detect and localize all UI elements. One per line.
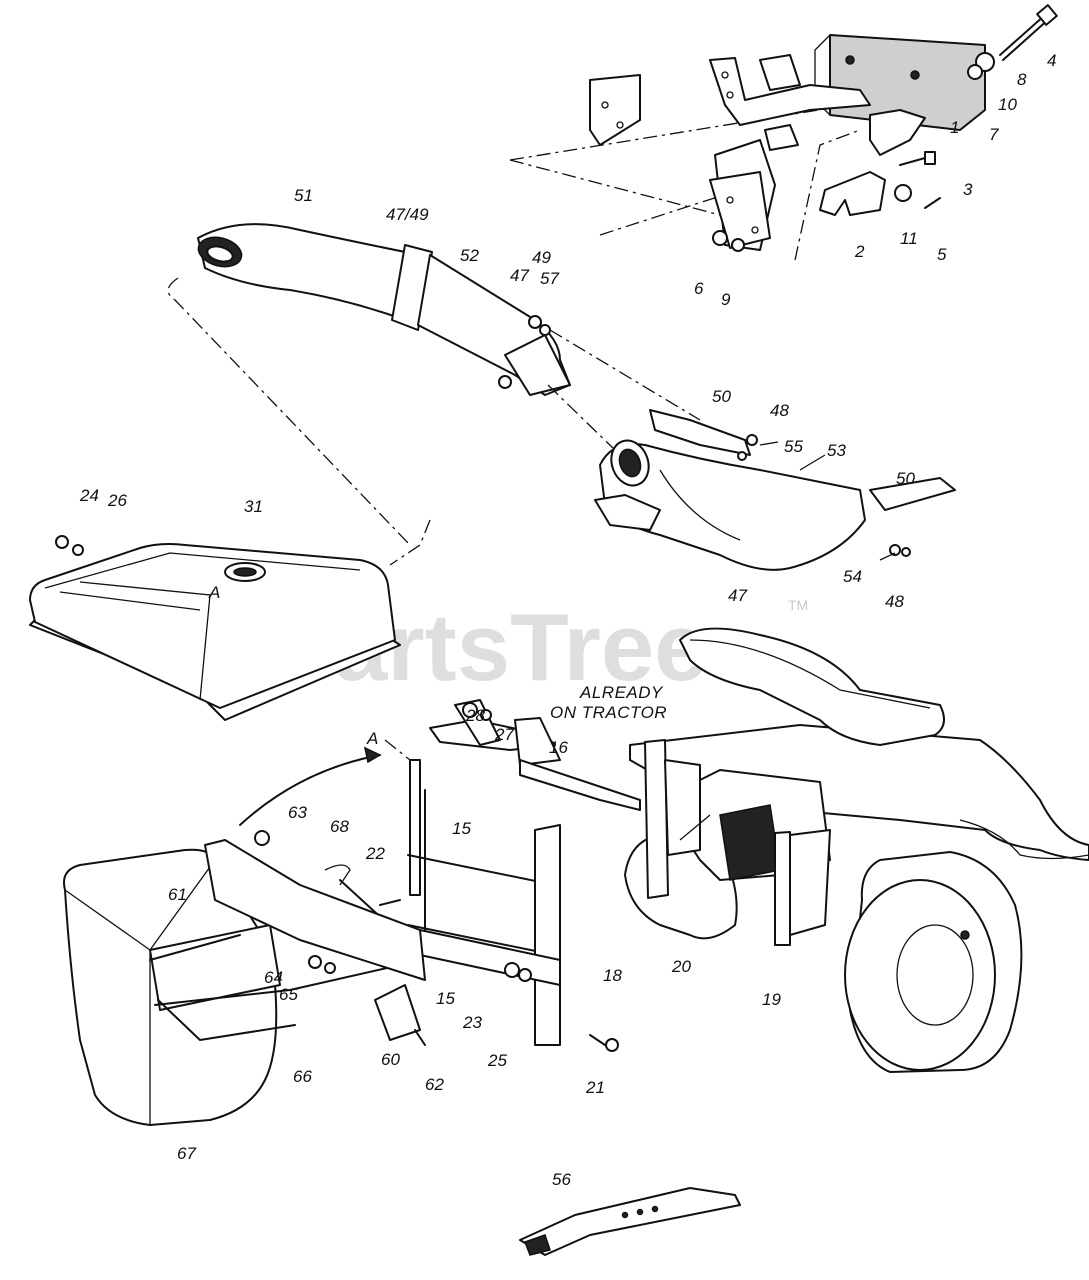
callout-22: 22 <box>365 844 385 863</box>
callout-53: 53 <box>827 441 846 460</box>
callout-7: 7 <box>989 125 999 144</box>
already-on-tractor-note-1: ALREADY <box>579 683 664 702</box>
callout-50b: 50 <box>896 469 915 488</box>
discharge-tube-assembly: 51 47/49 52 47 49 57 50 48 55 53 50 54 4… <box>167 186 956 611</box>
weight-bracket-assembly: 1 2 3 4 5 6 7 8 9 10 11 <box>509 4 1058 309</box>
callout-2: 2 <box>854 242 865 261</box>
callout-55: 55 <box>784 437 803 456</box>
callout-10: 10 <box>998 95 1017 114</box>
callout-5: 5 <box>937 245 947 264</box>
callout-15a: 15 <box>452 819 471 838</box>
callout-11: 11 <box>900 229 918 248</box>
callout-26: 26 <box>107 491 127 510</box>
callout-47-49: 47/49 <box>386 205 429 224</box>
callout-50a: 50 <box>712 387 731 406</box>
callout-4: 4 <box>1047 51 1056 70</box>
mower-blade: 56 <box>519 1170 741 1256</box>
callout-48a: 48 <box>770 401 789 420</box>
callout-54: 54 <box>843 567 862 586</box>
callout-57: 57 <box>540 269 559 288</box>
callout-51: 51 <box>294 186 313 205</box>
callout-6: 6 <box>694 279 704 298</box>
ref-mark-a-upper: A <box>208 583 220 602</box>
callout-63: 63 <box>288 803 307 822</box>
callout-24: 24 <box>79 486 99 505</box>
callout-28: 28 <box>465 706 485 725</box>
callout-47a: 47 <box>510 266 529 285</box>
callout-1: 1 <box>950 118 959 137</box>
arrow-to-a <box>239 754 381 826</box>
callout-60: 60 <box>381 1050 400 1069</box>
callout-20: 20 <box>671 957 691 976</box>
callout-15b: 15 <box>436 989 455 1008</box>
callout-31: 31 <box>244 497 263 516</box>
watermark-trademark: TM <box>788 597 808 613</box>
callout-3: 3 <box>963 180 973 199</box>
callout-9: 9 <box>721 290 731 309</box>
tractor-rear: ALREADY ON TRACTOR 19 20 <box>550 627 1089 1073</box>
callout-48b: 48 <box>885 592 904 611</box>
callout-47b: 47 <box>728 586 747 605</box>
callout-56: 56 <box>552 1170 571 1189</box>
bagger-cover: 24 26 31 A <box>29 486 401 721</box>
callout-64: 64 <box>264 968 283 987</box>
callout-61: 61 <box>168 885 187 904</box>
callout-65: 65 <box>279 985 298 1004</box>
callout-27: 27 <box>494 725 514 744</box>
callout-18: 18 <box>603 966 622 985</box>
callout-23: 23 <box>462 1013 482 1032</box>
hitch-frame: 28 27 16 15 15 22 18 23 25 21 A <box>365 699 641 1097</box>
callout-21: 21 <box>585 1078 605 1097</box>
callout-67: 67 <box>177 1144 196 1163</box>
already-on-tractor-note-2: ON TRACTOR <box>550 703 667 722</box>
callout-68: 68 <box>330 817 349 836</box>
callout-19: 19 <box>762 990 781 1009</box>
callout-8: 8 <box>1017 70 1027 89</box>
callout-25: 25 <box>487 1051 507 1070</box>
callout-62: 62 <box>425 1075 444 1094</box>
callout-16: 16 <box>549 738 568 757</box>
callout-66: 66 <box>293 1067 312 1086</box>
bag-assembly: 63 68 61 64 65 66 67 60 62 <box>63 803 444 1163</box>
callout-52: 52 <box>460 246 479 265</box>
callout-49: 49 <box>532 248 551 267</box>
ref-mark-a-lower: A <box>366 729 378 748</box>
